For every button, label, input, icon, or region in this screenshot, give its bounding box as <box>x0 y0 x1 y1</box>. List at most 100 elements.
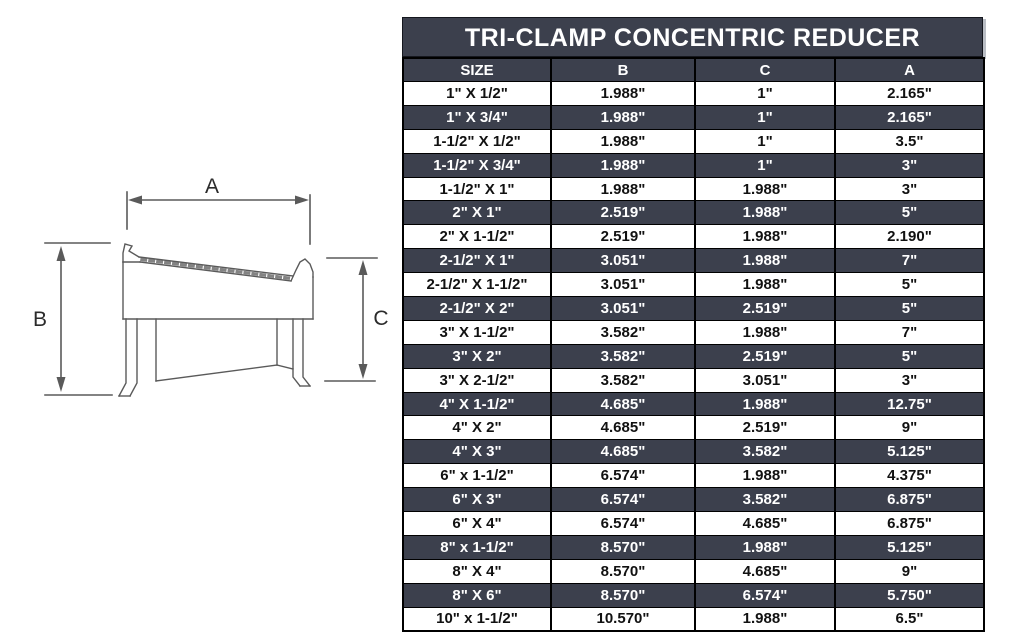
cell-c: 4.685" <box>694 558 836 584</box>
cell-a: 6.5" <box>834 606 985 632</box>
cell-c: 1" <box>694 128 836 154</box>
cell-b: 4.685" <box>550 415 696 441</box>
cell-a: 5" <box>834 200 985 226</box>
table-row: 2-1/2" X 2" 3.051" 2.519" 5" <box>402 296 985 321</box>
cell-a: 5" <box>834 272 985 298</box>
table-row: 4" X 3" 4.685" 3.582" 5.125" <box>402 439 985 465</box>
cell-b: 4.685" <box>550 391 696 417</box>
cell-a: 3.5" <box>834 128 985 154</box>
cell-b: 4.685" <box>550 439 696 465</box>
dimension-a-label: A <box>205 175 219 198</box>
cell-size: 4" X 2" <box>402 415 552 441</box>
cell-b: 1.988" <box>550 81 696 106</box>
reducer-diagram: A B C <box>33 175 389 397</box>
cell-size: 3" X 2-1/2" <box>402 367 552 393</box>
cell-b: 1.988" <box>550 128 696 154</box>
cell-size: 3" X 1-1/2" <box>402 319 552 345</box>
cell-c: 3.051" <box>694 367 836 393</box>
cell-c: 2.519" <box>694 343 836 369</box>
cell-b: 6.574" <box>550 487 696 513</box>
cell-b: 10.570" <box>550 606 696 632</box>
cell-b: 1.988" <box>550 152 696 178</box>
cell-a: 7" <box>834 248 985 274</box>
cell-c: 1.988" <box>694 391 836 417</box>
cell-c: 2.519" <box>694 296 836 321</box>
column-header-size: SIZE <box>402 57 552 82</box>
cell-b: 1.988" <box>550 104 696 130</box>
table-row: 2" X 1" 2.519" 1.988" 5" <box>402 200 985 226</box>
column-header-a: A <box>834 57 985 82</box>
table-row: 3" X 2" 3.582" 2.519" 5" <box>402 343 985 369</box>
table-row: 1-1/2" X 1/2" 1.988" 1" 3.5" <box>402 128 985 154</box>
cell-a: 6.875" <box>834 487 985 513</box>
cell-b: 3.051" <box>550 296 696 321</box>
reducer-outline <box>118 243 314 397</box>
cell-size: 1-1/2" X 1/2" <box>402 128 552 154</box>
cell-size: 1-1/2" X 3/4" <box>402 152 552 178</box>
arrowhead-down-icon <box>56 377 66 392</box>
cell-size: 2-1/2" X 2" <box>402 296 552 321</box>
cell-c: 1.988" <box>694 463 836 489</box>
cell-size: 8" X 4" <box>402 558 552 584</box>
table-row: 2-1/2" X 1-1/2" 3.051" 1.988" 5" <box>402 272 985 298</box>
cell-a: 4.375" <box>834 463 985 489</box>
cell-a: 7" <box>834 319 985 345</box>
cell-a: 12.75" <box>834 391 985 417</box>
cell-size: 10" x 1-1/2" <box>402 606 552 632</box>
table-row: 8" X 6" 8.570" 6.574" 5.750" <box>402 582 985 608</box>
cell-size: 1" X 3/4" <box>402 104 552 130</box>
table-row: 4" X 1-1/2" 4.685" 1.988" 12.75" <box>402 391 985 417</box>
table-row: 4" X 2" 4.685" 2.519" 9" <box>402 415 985 441</box>
cell-size: 4" X 3" <box>402 439 552 465</box>
cell-c: 1.988" <box>694 224 836 250</box>
column-header-b: B <box>550 57 696 82</box>
table-row: 3" X 1-1/2" 3.582" 1.988" 7" <box>402 319 985 345</box>
table-row: 6" x 1-1/2" 6.574" 1.988" 4.375" <box>402 463 985 489</box>
cell-c: 1.988" <box>694 248 836 274</box>
cell-b: 8.570" <box>550 582 696 608</box>
cell-size: 6" X 4" <box>402 511 552 536</box>
cell-a: 3" <box>834 152 985 178</box>
table-header: SIZE B C A <box>402 57 985 82</box>
arrowhead-up-icon <box>358 260 368 275</box>
dimension-b-label: B <box>33 308 47 331</box>
cell-a: 9" <box>834 558 985 584</box>
table-body: 1" X 1/2" 1.988" 1" 2.165" 1" X 3/4" 1.9… <box>402 81 985 632</box>
cell-size: 2-1/2" X 1" <box>402 248 552 274</box>
cell-b: 3.051" <box>550 272 696 298</box>
table-row: 2" X 1-1/2" 2.519" 1.988" 2.190" <box>402 224 985 250</box>
table-row: 2-1/2" X 1" 3.051" 1.988" 7" <box>402 248 985 274</box>
cell-c: 1" <box>694 81 836 106</box>
cell-a: 5.750" <box>834 582 985 608</box>
cell-a: 3" <box>834 367 985 393</box>
cell-c: 1.988" <box>694 176 836 202</box>
spec-table-panel: TRI-CLAMP CONCENTRIC REDUCER SIZE B C A … <box>402 17 985 632</box>
cell-size: 3" X 2" <box>402 343 552 369</box>
cell-size: 2-1/2" X 1-1/2" <box>402 272 552 298</box>
cell-b: 3.582" <box>550 367 696 393</box>
arrowhead-right-icon <box>295 195 309 205</box>
dimension-a: A <box>126 175 311 245</box>
table-row: 8" x 1-1/2" 8.570" 1.988" 5.125" <box>402 534 985 560</box>
cell-size: 4" X 1-1/2" <box>402 391 552 417</box>
cell-b: 3.582" <box>550 319 696 345</box>
cell-c: 3.582" <box>694 439 836 465</box>
cell-b: 2.519" <box>550 224 696 250</box>
table-row: 1-1/2" X 1" 1.988" 1.988" 3" <box>402 176 985 202</box>
cell-size: 6" X 3" <box>402 487 552 513</box>
cell-a: 5" <box>834 296 985 321</box>
cell-b: 1.988" <box>550 176 696 202</box>
cell-a: 5.125" <box>834 439 985 465</box>
table-row: 1-1/2" X 3/4" 1.988" 1" 3" <box>402 152 985 178</box>
cell-b: 3.051" <box>550 248 696 274</box>
dimension-c-label: C <box>373 307 388 330</box>
cell-a: 5.125" <box>834 534 985 560</box>
cell-b: 2.519" <box>550 200 696 226</box>
cell-b: 8.570" <box>550 558 696 584</box>
cell-b: 6.574" <box>550 463 696 489</box>
cell-a: 5" <box>834 343 985 369</box>
cell-c: 1.988" <box>694 272 836 298</box>
cell-a: 2.165" <box>834 81 985 106</box>
cell-c: 4.685" <box>694 511 836 536</box>
